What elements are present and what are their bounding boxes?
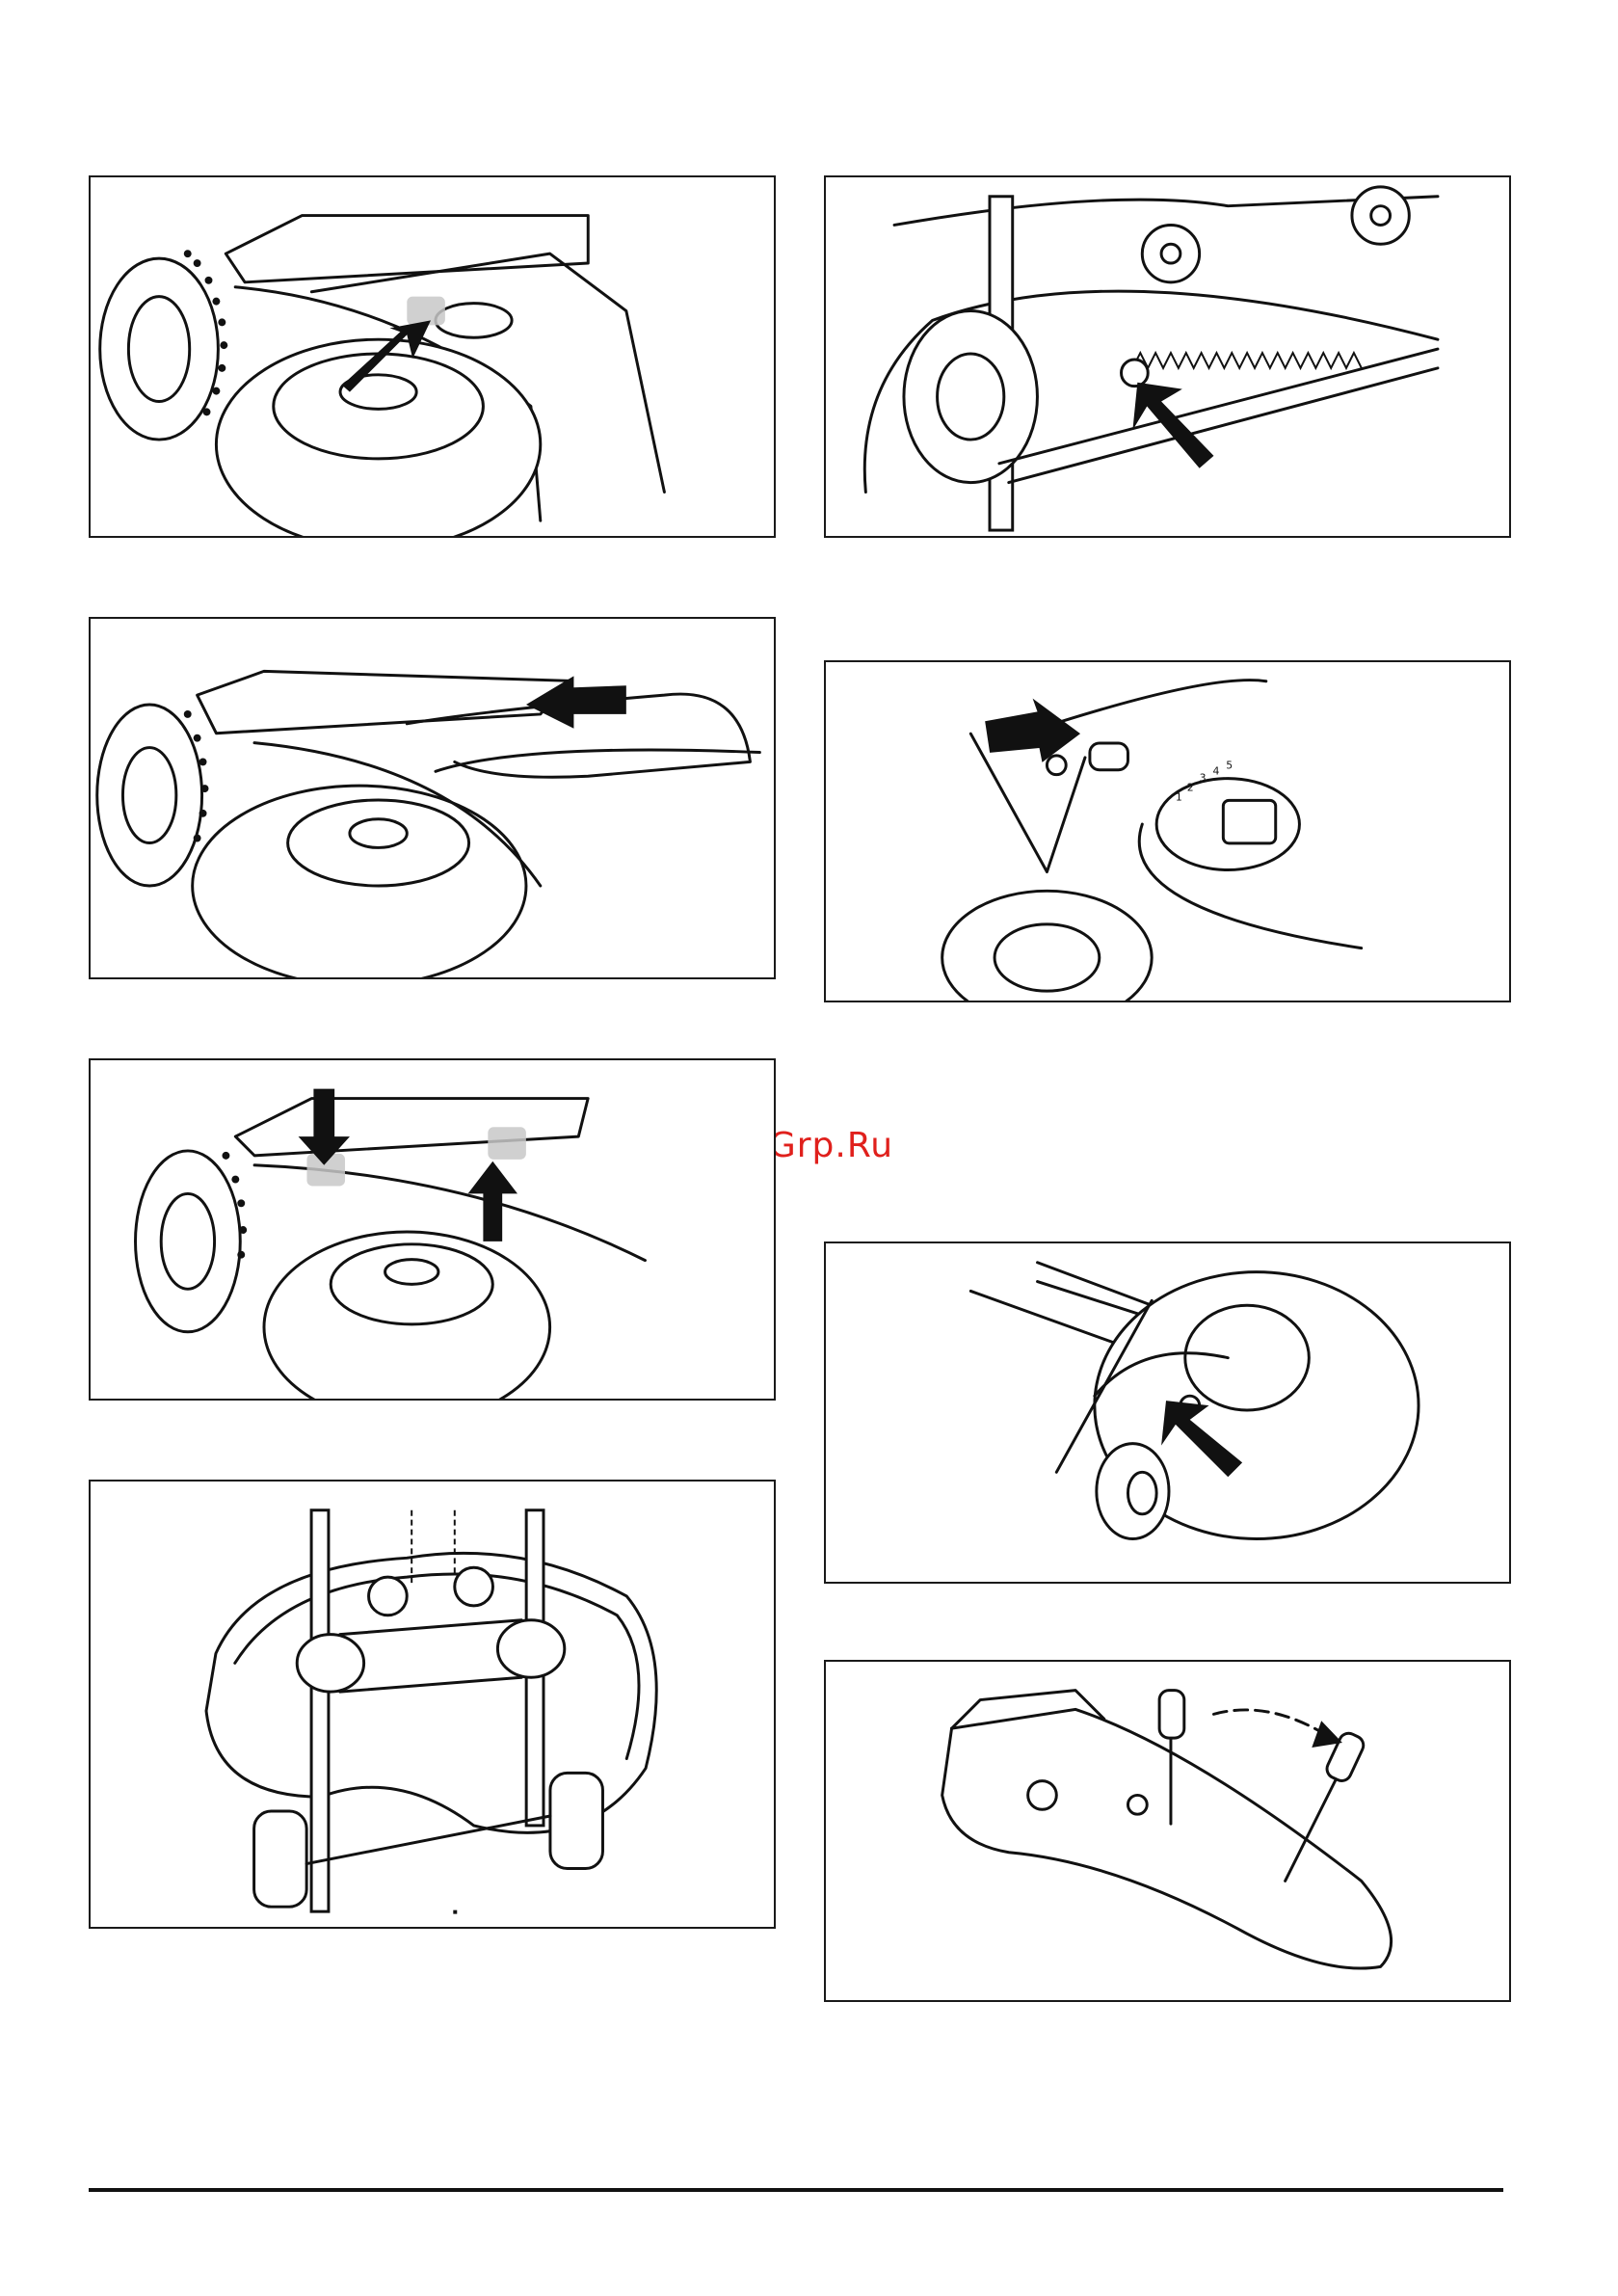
figure-up-down-arrows xyxy=(89,1058,776,1401)
lever-move-arrow-icon xyxy=(1213,1710,1323,1733)
figure-5-illustration xyxy=(91,1060,774,1399)
figure-3-illustration xyxy=(91,619,774,977)
figure-7-illustration xyxy=(91,1482,774,1927)
figure-hands-push xyxy=(89,617,776,979)
figure-deck-belt xyxy=(89,1480,776,1929)
svg-text:3: 3 xyxy=(1200,772,1207,785)
svg-text:1: 1 xyxy=(1176,790,1182,803)
up-arrow-icon xyxy=(468,1161,517,1241)
svg-text:2: 2 xyxy=(1187,781,1194,793)
footer-rule xyxy=(89,2188,1503,2192)
push-arrow-icon xyxy=(526,676,626,728)
figure-deck-arm-arrow xyxy=(89,175,776,538)
svg-text:4: 4 xyxy=(1212,765,1219,778)
figure-1-illustration xyxy=(91,177,774,536)
figure-spring-arrow xyxy=(824,175,1511,538)
figure-4-illustration: 1 2 3 4 5 xyxy=(826,662,1509,1001)
figure-2-illustration xyxy=(826,177,1509,536)
arrow-pointer-icon xyxy=(985,699,1080,762)
figure-6-illustration xyxy=(826,1243,1509,1582)
figure-lever-move xyxy=(824,1660,1511,2002)
figure-wheel-arrow xyxy=(824,1241,1511,1584)
figure-8-illustration xyxy=(826,1662,1509,2000)
svg-text:5: 5 xyxy=(1226,760,1233,772)
figure-height-lever-arrow: 1 2 3 4 5 xyxy=(824,660,1511,1002)
